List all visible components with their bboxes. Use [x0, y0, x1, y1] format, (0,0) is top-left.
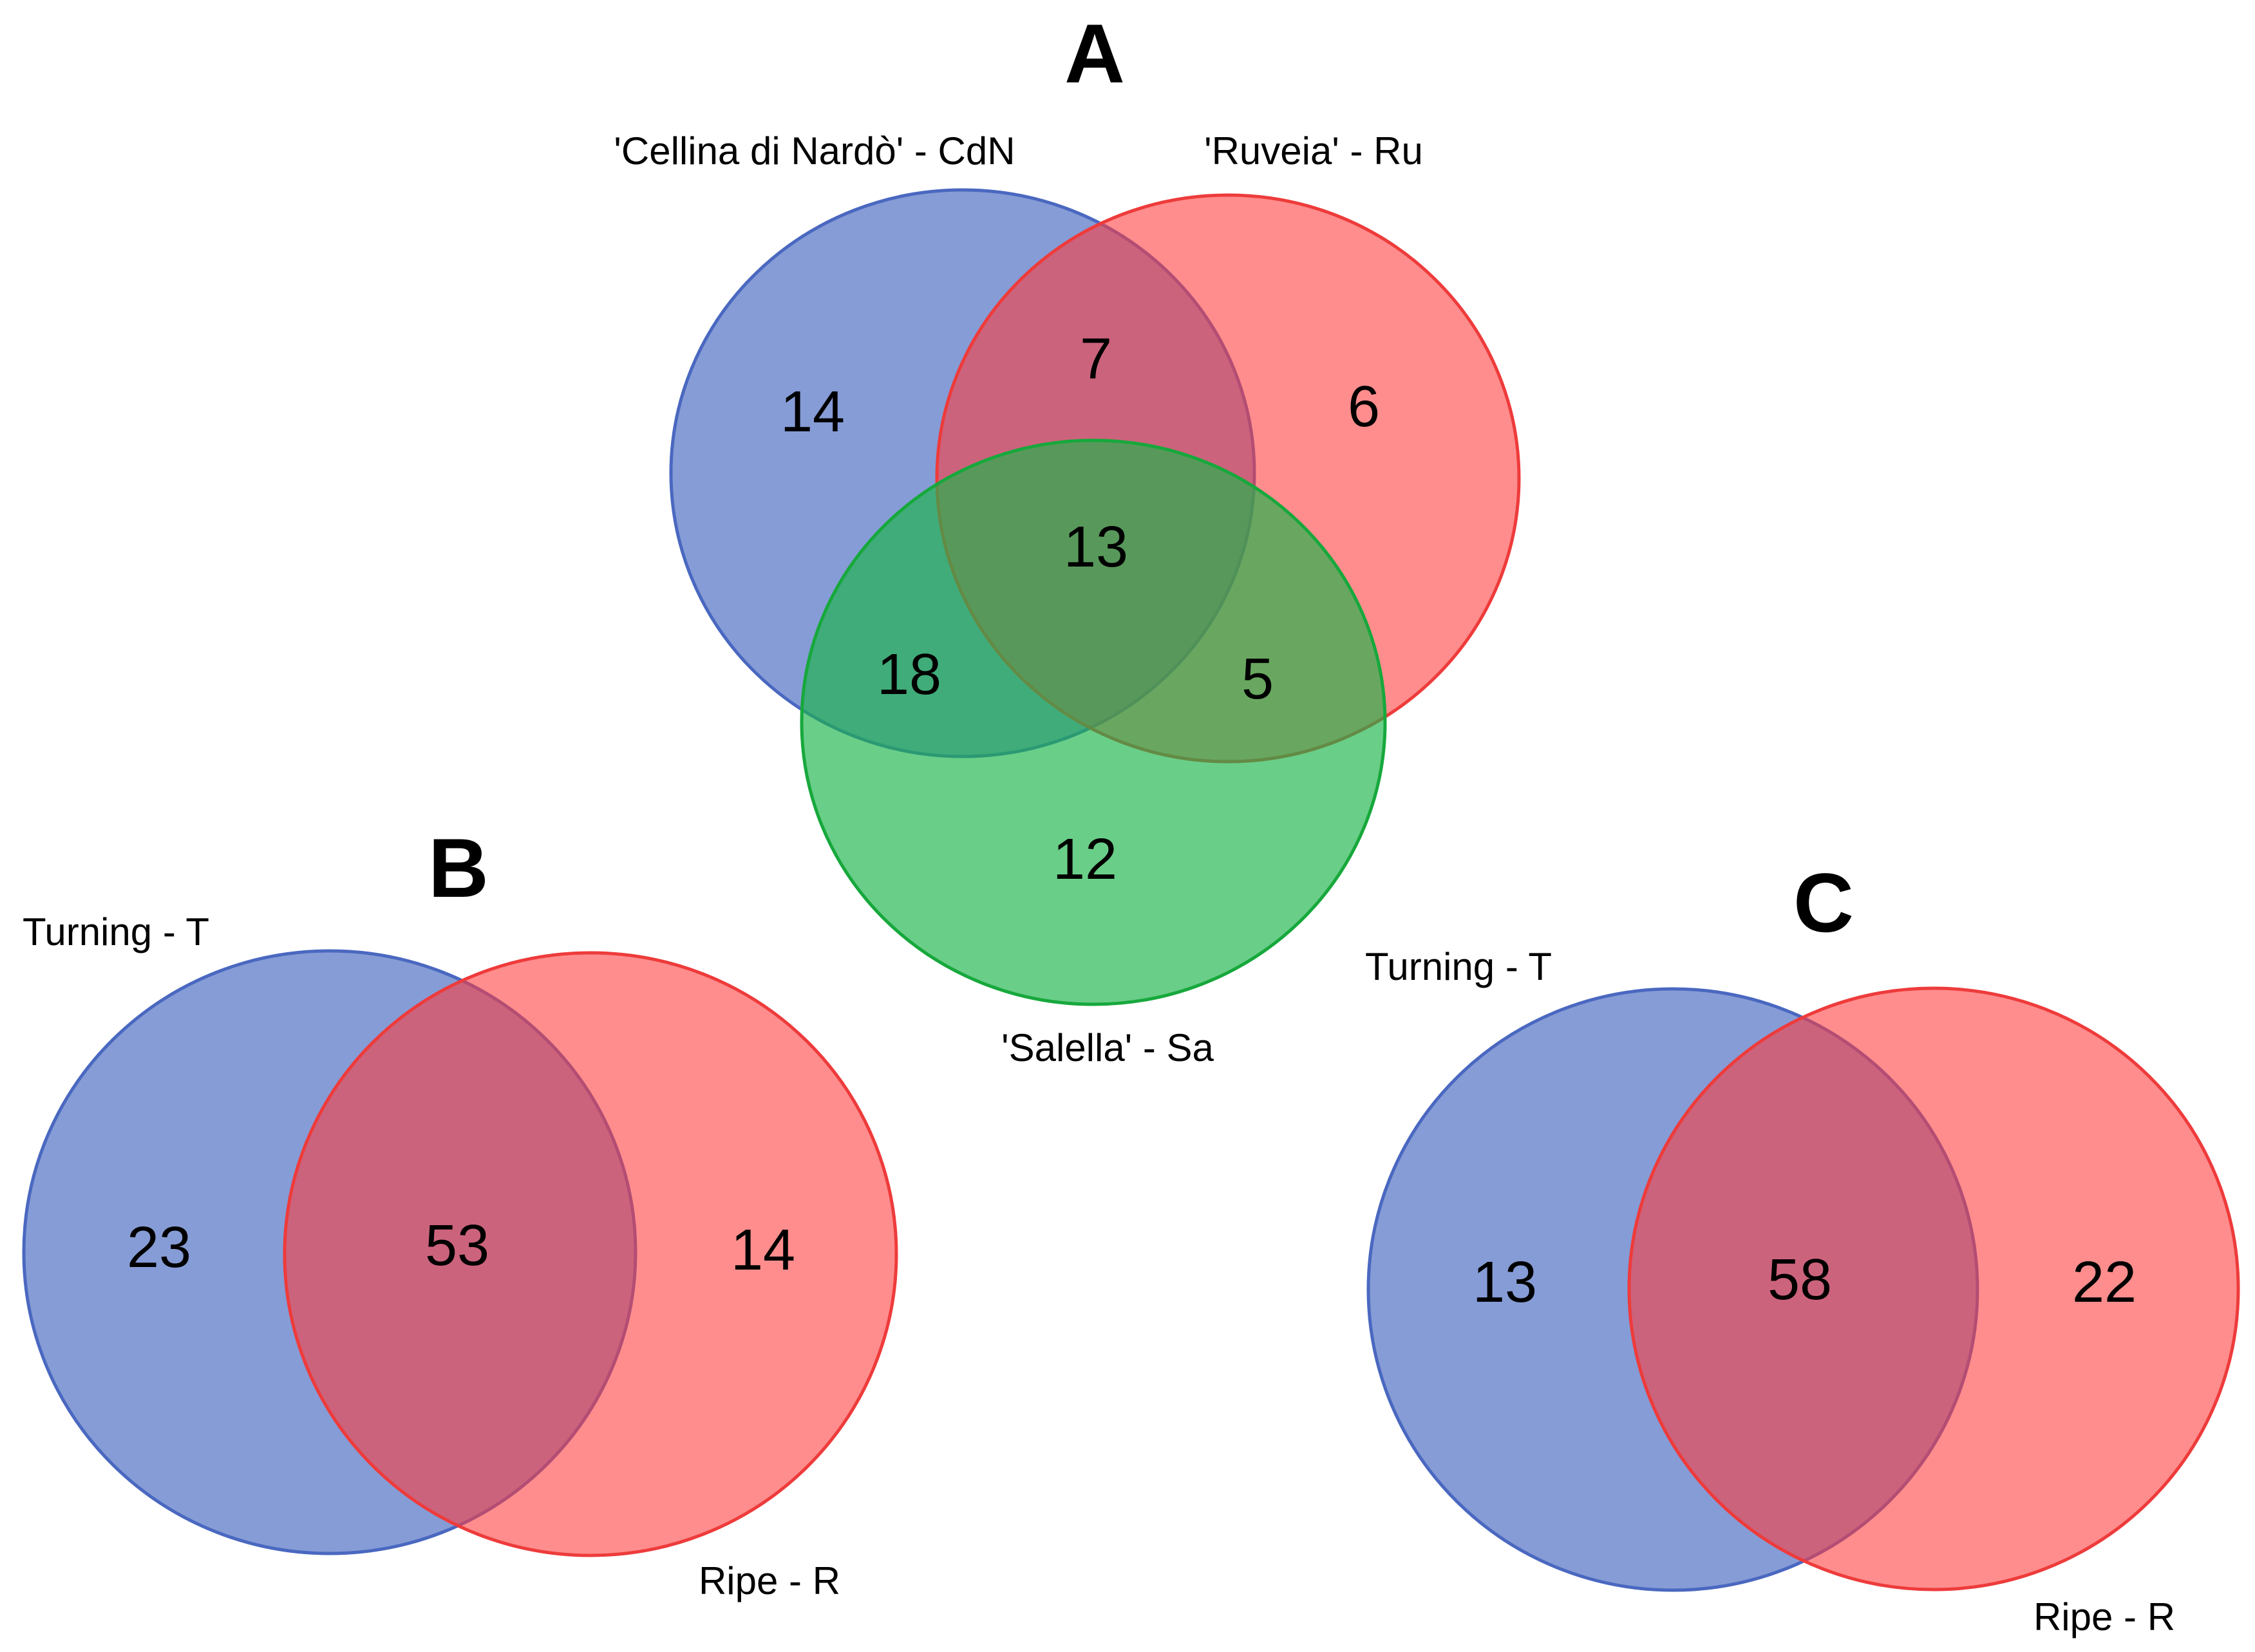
set-label-ripe-c: Ripe - R	[2033, 1595, 2175, 1638]
set-label-turning-b: Turning - T	[23, 910, 209, 953]
count-cdn-sa: 18	[877, 643, 941, 707]
count-cdn-ru: 7	[1080, 327, 1112, 391]
set-label-ripe-b: Ripe - R	[699, 1559, 840, 1602]
count-ru-sa: 5	[1241, 647, 1274, 711]
venn-circle-ripe-c	[1627, 986, 2240, 1591]
count-both-c: 58	[1768, 1248, 1832, 1312]
panel-a-letter: A	[1064, 6, 1125, 100]
panel-c-letter: C	[1793, 856, 1854, 950]
venn-circle-ripe-b	[283, 951, 898, 1557]
count-ripe-only-c: 22	[2072, 1250, 2137, 1315]
count-turning-only-b: 23	[127, 1216, 191, 1280]
count-both-b: 53	[425, 1214, 489, 1278]
panel-c: C Turning - T Ripe - R 13 58 22	[1365, 856, 2240, 1638]
set-label-cdn: 'Cellina di Nardò' - CdN	[614, 129, 1015, 173]
set-label-turning-c: Turning - T	[1365, 945, 1552, 988]
panel-b-letter: B	[428, 821, 489, 915]
count-all: 13	[1064, 515, 1128, 579]
panel-a: A 'Cellina di Nardò' - CdN 'Ruveia' - Ru…	[614, 6, 1521, 1069]
panel-b: B Turning - T Ripe - R 23 53 14	[22, 821, 898, 1602]
count-sa-only: 12	[1053, 827, 1117, 892]
venn-circle-sa	[800, 438, 1387, 1006]
count-ru-only: 6	[1348, 375, 1380, 439]
set-label-sa: 'Salella' - Sa	[1001, 1026, 1214, 1069]
set-label-ru: 'Ruveia' - Ru	[1204, 129, 1423, 173]
count-ripe-only-b: 14	[731, 1218, 795, 1282]
count-turning-only-c: 13	[1473, 1250, 1537, 1315]
count-cdn-only: 14	[780, 380, 845, 444]
